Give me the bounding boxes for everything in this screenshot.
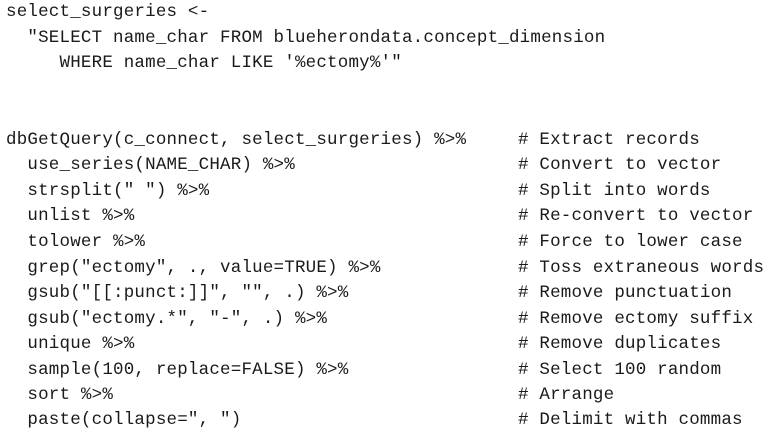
code-line: select_surgeries <-: [6, 2, 210, 22]
code-line: unique %>%: [6, 334, 135, 354]
code-line: sample(100, replace=FALSE) %>%: [6, 360, 349, 380]
code-comment: # Extract records: [518, 130, 700, 150]
code-comment: # Arrange: [518, 385, 615, 405]
code-line: sort %>%: [6, 385, 114, 405]
code-line: gsub("ectomy.*", "-", .) %>%: [6, 309, 328, 329]
code-line: strsplit(" ") %>%: [6, 181, 210, 201]
code-line: tolower %>%: [6, 232, 146, 252]
code-line: paste(collapse=", "): [6, 410, 242, 430]
code-comment: # Remove punctuation: [518, 283, 733, 303]
code-line: dbGetQuery(c_connect, select_surgeries) …: [6, 130, 467, 150]
code-comment: # Re-convert to vector: [518, 206, 754, 226]
code-line: WHERE name_char LIKE '%ectomy%'": [6, 53, 402, 73]
code-comment: # Remove ectomy suffix: [518, 309, 754, 329]
code-comment: # Convert to vector: [518, 155, 722, 175]
code-comment: # Toss extraneous words: [518, 258, 765, 278]
code-line: use_series(NAME_CHAR) %>%: [6, 155, 295, 175]
code-comment: # Split into words: [518, 181, 711, 201]
code-line: gsub("[[:punct:]]", "", .) %>%: [6, 283, 349, 303]
code-line: grep("ectomy", ., value=TRUE) %>%: [6, 258, 381, 278]
code-line: "SELECT name_char FROM blueherondata.con…: [6, 28, 606, 48]
code-comment: # Remove duplicates: [518, 334, 722, 354]
code-comment: # Force to lower case: [518, 232, 743, 252]
code-line: unlist %>%: [6, 206, 135, 226]
code-comment: # Select 100 random: [518, 360, 722, 380]
code-comment: # Delimit with commas: [518, 410, 743, 430]
